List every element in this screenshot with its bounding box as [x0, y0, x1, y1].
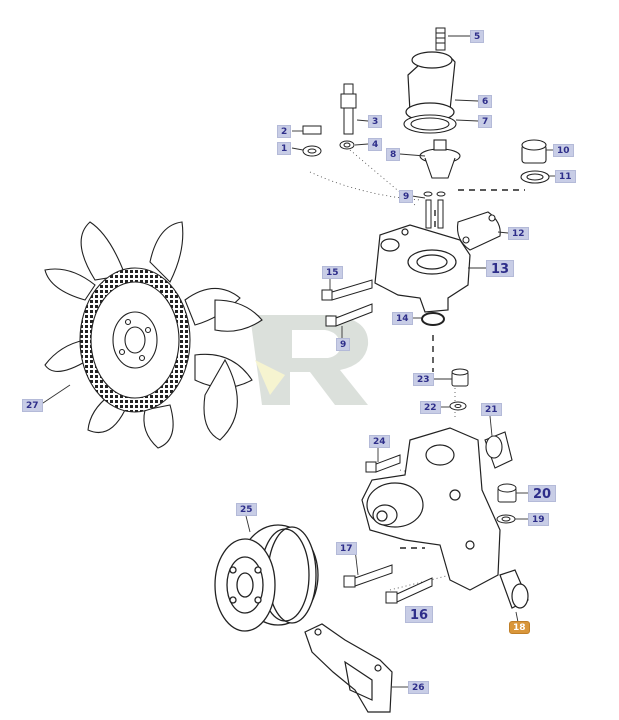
- callout-part-14[interactable]: 14: [392, 312, 413, 325]
- callout-part-1[interactable]: 1: [277, 142, 292, 155]
- part-9-studs: [423, 191, 446, 229]
- part-16-bolt: [385, 577, 433, 604]
- part-19-washer: [496, 514, 516, 524]
- part-25-pulley: [214, 524, 319, 632]
- callout-part-18-highlighted[interactable]: 18: [509, 621, 530, 634]
- part-24-bolt: [365, 454, 401, 473]
- callout-part-26[interactable]: 26: [408, 681, 429, 694]
- part-4-nut: [339, 140, 355, 150]
- part-17-bolt: [343, 564, 393, 588]
- callout-part-13[interactable]: 13: [486, 260, 515, 277]
- part-22-washer: [449, 401, 467, 411]
- part-26-bracket: [304, 623, 393, 713]
- callout-part-23[interactable]: 23: [413, 373, 434, 386]
- callout-part-6[interactable]: 6: [478, 95, 493, 108]
- part-15-bolt: [321, 279, 373, 301]
- callout-part-17[interactable]: 17: [336, 542, 357, 555]
- callout-part-22[interactable]: 22: [420, 401, 441, 414]
- part-8-thermostat: [419, 139, 461, 179]
- callout-part-25[interactable]: 25: [236, 503, 257, 516]
- leader-lines: [39, 35, 555, 688]
- part-27-fan: [44, 221, 263, 449]
- callout-part-21[interactable]: 21: [481, 403, 502, 416]
- callout-part-12[interactable]: 12: [508, 227, 529, 240]
- callout-part-3[interactable]: 3: [368, 115, 383, 128]
- callout-part-10[interactable]: 10: [553, 144, 574, 157]
- callout-part-8[interactable]: 8: [386, 148, 401, 161]
- callout-part-20[interactable]: 20: [528, 485, 557, 502]
- part-1-washer: [302, 145, 322, 157]
- part-12-gasket: [456, 211, 501, 251]
- dotted-guides: [309, 149, 456, 591]
- part-11-washer: [520, 170, 550, 184]
- part-6-elbow-housing: [405, 51, 456, 122]
- part-14-oring: [421, 312, 445, 326]
- callout-part-4[interactable]: 4: [368, 138, 383, 151]
- part-23-plug: [451, 368, 469, 387]
- part-7-gasket: [403, 114, 457, 134]
- part-5-bolt: [435, 27, 446, 51]
- callout-part-5[interactable]: 5: [470, 30, 485, 43]
- callout-part-24[interactable]: 24: [369, 435, 390, 448]
- part-21-fitting: [484, 431, 513, 469]
- part-10-cap: [521, 139, 547, 164]
- part-9b-bolt: [325, 303, 373, 327]
- part-2-plug: [302, 125, 322, 135]
- part-3-sensor: [340, 83, 357, 135]
- callout-part-16[interactable]: 16: [405, 606, 434, 623]
- water-pump-body: [361, 427, 529, 609]
- callout-part-19[interactable]: 19: [528, 513, 549, 526]
- part-13-housing: [374, 224, 471, 313]
- part-20-nut: [497, 483, 517, 503]
- callout-part-27[interactable]: 27: [22, 399, 43, 412]
- callout-part-2[interactable]: 2: [277, 125, 292, 138]
- watermark-logo: [250, 315, 369, 405]
- callout-part-9-lower[interactable]: 9: [336, 338, 351, 351]
- callout-part-11[interactable]: 11: [555, 170, 576, 183]
- callout-part-7[interactable]: 7: [478, 115, 493, 128]
- callout-part-15[interactable]: 15: [322, 266, 343, 279]
- callout-part-9-upper[interactable]: 9: [399, 190, 414, 203]
